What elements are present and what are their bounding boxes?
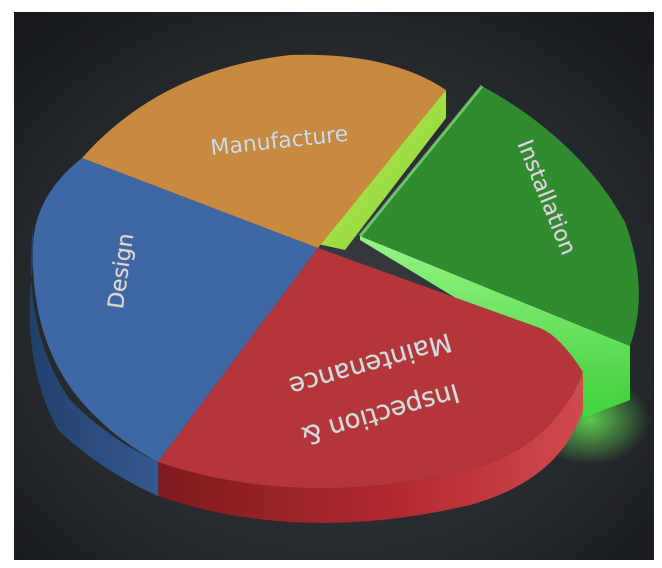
manufacture-top xyxy=(82,54,446,248)
manufacture-cut-wall xyxy=(318,90,446,250)
installation-side-wall xyxy=(360,236,630,418)
installation-edge-highlight xyxy=(358,85,484,237)
design-top xyxy=(32,158,318,462)
design-side-wall xyxy=(29,225,158,496)
inspection-side-wall xyxy=(158,372,583,523)
inspection-top xyxy=(158,248,583,489)
